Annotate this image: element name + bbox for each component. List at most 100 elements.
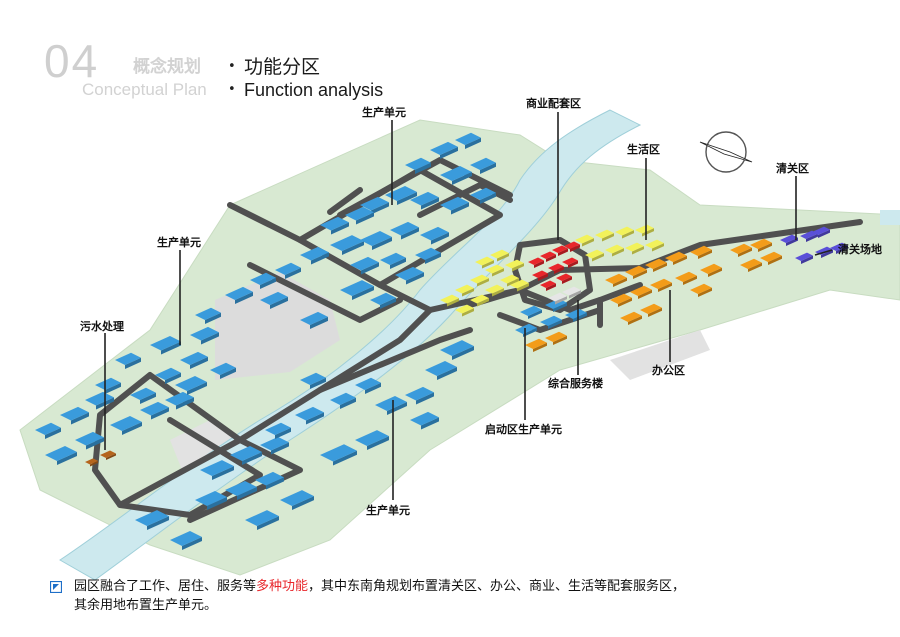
label-production-unit-west: 生产单元 xyxy=(157,236,201,249)
label-service-building: 综合服务楼 xyxy=(548,377,603,390)
living-building-side xyxy=(642,228,654,237)
production-building xyxy=(95,377,121,390)
production-building xyxy=(75,431,104,446)
commercial-building xyxy=(552,245,568,253)
production-building-side xyxy=(528,309,542,319)
production-building xyxy=(275,262,301,275)
production-building-side xyxy=(271,442,289,455)
production-building xyxy=(395,266,424,281)
production-building xyxy=(415,247,441,260)
production-building xyxy=(165,391,194,406)
living-building xyxy=(485,264,504,274)
production-building-side xyxy=(201,332,219,345)
production-building-side xyxy=(415,162,431,174)
production-building-side xyxy=(340,397,356,409)
production-building xyxy=(410,411,439,426)
production-building xyxy=(155,367,181,380)
production-building xyxy=(440,196,469,211)
production-building-side xyxy=(306,412,324,425)
production-building xyxy=(135,510,169,526)
production-building-side xyxy=(71,412,89,425)
bullet-square-icon xyxy=(50,581,62,593)
production-building-side xyxy=(242,452,262,465)
production-building xyxy=(150,336,181,351)
office-building xyxy=(690,245,712,256)
production-building-side xyxy=(147,516,169,530)
office-building xyxy=(700,263,722,274)
production-building-side xyxy=(397,192,417,205)
production-building xyxy=(515,323,537,334)
living-building-side xyxy=(497,253,509,262)
production-building-side xyxy=(425,252,441,264)
production-building-side xyxy=(105,382,121,394)
road-northwest-branch xyxy=(228,202,272,228)
section-title-en: Conceptual Plan xyxy=(82,80,207,99)
office-building-side xyxy=(683,275,697,285)
production-building xyxy=(60,406,89,421)
production-building-side xyxy=(421,197,439,210)
river xyxy=(59,109,642,581)
production-building-side xyxy=(480,192,496,204)
office-building xyxy=(605,273,627,284)
office-building xyxy=(665,251,687,262)
production-building-side xyxy=(212,466,234,480)
production-building-side xyxy=(220,367,236,379)
production-building-side xyxy=(548,319,562,329)
production-building xyxy=(200,460,234,476)
living-building-side xyxy=(592,253,604,262)
topic-title-en: Function analysis xyxy=(244,80,384,100)
production-building xyxy=(320,444,357,462)
office-building xyxy=(690,283,712,294)
footer-highlight: 多种功能 xyxy=(256,579,309,594)
commercial-building-side xyxy=(570,244,580,252)
service-building-side xyxy=(569,290,581,299)
production-building xyxy=(330,235,364,251)
production-building-side xyxy=(45,427,61,439)
label-production-unit-north: 生产单元 xyxy=(362,106,406,119)
office-building xyxy=(740,258,762,269)
office-building-side xyxy=(698,249,712,259)
production-building-side xyxy=(380,297,396,309)
service-building xyxy=(562,286,581,296)
production-building-side xyxy=(140,392,156,404)
section-number: 04 xyxy=(44,35,100,87)
production-building-side xyxy=(553,302,567,312)
label-customs-zone: 清关区 xyxy=(776,162,809,175)
production-building-side xyxy=(406,272,424,285)
production-building-side xyxy=(187,382,207,395)
commercial-building-side xyxy=(534,260,544,268)
commercial-building-side xyxy=(554,266,564,274)
living-building xyxy=(485,284,504,294)
production-building-side xyxy=(371,202,389,215)
production-building-side xyxy=(331,222,349,235)
living-building-side xyxy=(447,298,459,307)
production-building xyxy=(300,246,329,261)
commercial-building xyxy=(540,251,556,259)
office-building-side xyxy=(648,307,662,317)
commercial-building xyxy=(562,257,578,265)
label-production-unit-south: 生产单元 xyxy=(366,504,410,517)
office-building xyxy=(545,331,567,342)
production-building xyxy=(210,362,236,375)
production-building xyxy=(170,531,202,546)
production-building-side xyxy=(235,291,253,304)
label-customs-yard: 清关场地 xyxy=(838,243,882,256)
production-building xyxy=(85,391,114,406)
living-building xyxy=(510,279,529,289)
production-building-side xyxy=(182,537,202,550)
living-building-side xyxy=(517,283,529,292)
production-building xyxy=(360,231,392,246)
production-building xyxy=(110,416,142,431)
production-building xyxy=(405,157,431,170)
living-building xyxy=(625,242,644,252)
commercial-building-side xyxy=(546,283,556,291)
living-building xyxy=(455,284,474,294)
production-building xyxy=(420,226,449,241)
sewage-facility xyxy=(85,458,98,465)
commercial-building-side xyxy=(568,260,578,268)
production-building-side xyxy=(451,202,469,215)
production-building-side xyxy=(190,356,208,369)
production-building xyxy=(385,186,417,201)
footer-line-1: 园区融合了工作、居住、服务等多种功能，其中东南角规划布置清关区、办公、商业、生活… xyxy=(74,578,685,596)
